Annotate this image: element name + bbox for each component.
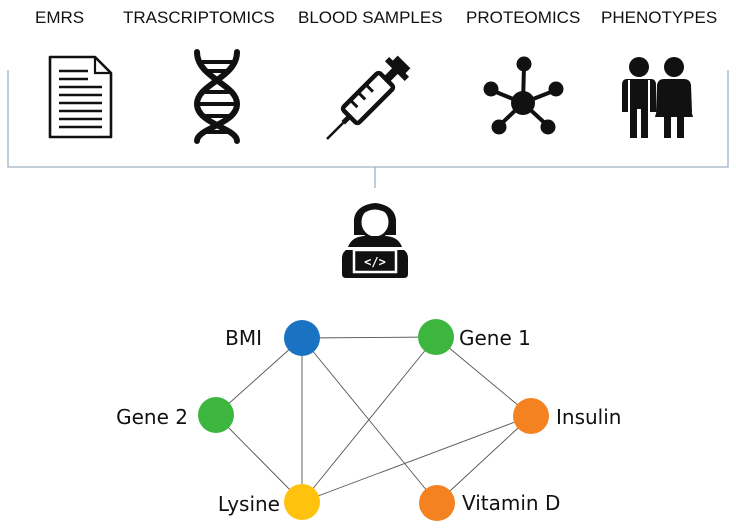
document-icon: [48, 55, 113, 139]
node-labels: BMI Gene 1 Gene 2 Insulin Lysine Vitamin…: [116, 326, 621, 516]
node-label-vitamind: Vitamin D: [462, 491, 560, 515]
network-edges: [215, 336, 532, 504]
node-gene2: [198, 397, 234, 433]
node-lysine: [284, 484, 320, 520]
developer-icon: </>: [342, 203, 408, 278]
node-label-gene2: Gene 2: [116, 405, 188, 429]
edge-bmi-vitamind: [301, 337, 438, 504]
source-label-transcriptomics: TRASCRIPTOMICS: [123, 8, 275, 27]
node-gene1: [418, 319, 454, 355]
source-label-phenotypes: PHENOTYPES: [601, 8, 717, 27]
dna-icon: [193, 49, 241, 144]
network-nodes: [198, 319, 549, 521]
node-label-lysine: Lysine: [218, 492, 280, 516]
node-bmi: [284, 320, 320, 356]
molecule-icon: [483, 56, 564, 135]
source-label-proteomics: PROTEOMICS: [466, 8, 580, 27]
source-label-emrs: EMRS: [35, 8, 84, 27]
code-glyph: </>: [364, 255, 386, 269]
node-vitamind: [419, 485, 455, 521]
edge-insulin-lysine: [301, 415, 532, 503]
edge-gene2-lysine: [215, 414, 303, 503]
source-labels: EMRS TRASCRIPTOMICS BLOOD SAMPLES PROTEO…: [35, 8, 717, 27]
node-label-gene1: Gene 1: [459, 326, 531, 350]
edge-bmi-gene2: [215, 337, 303, 416]
edge-bmi-gene1: [301, 336, 437, 339]
syringe-icon: [326, 55, 411, 140]
source-bracket: [7, 70, 729, 168]
node-label-bmi: BMI: [225, 326, 262, 350]
source-label-blood-samples: BLOOD SAMPLES: [298, 8, 443, 27]
edge-insulin-vitamind: [436, 415, 532, 504]
node-label-insulin: Insulin: [556, 405, 621, 429]
edge-gene1-lysine: [301, 336, 437, 503]
people-icon: [622, 57, 693, 138]
node-insulin: [513, 398, 549, 434]
edge-gene1-insulin: [435, 336, 532, 417]
